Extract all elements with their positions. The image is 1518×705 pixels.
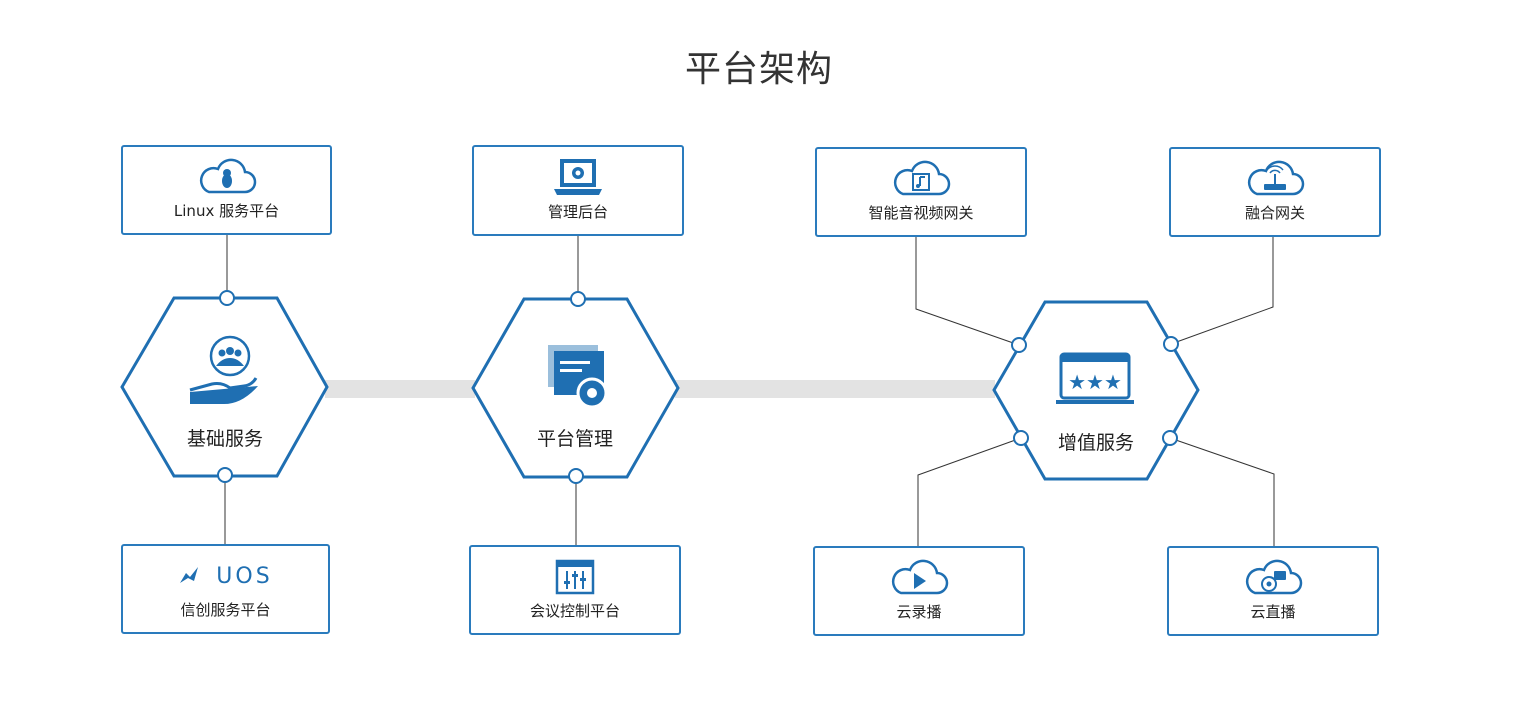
connector-bar-2: [675, 380, 995, 398]
cloud-music-icon: [817, 159, 1025, 199]
box-fusion-gateway: 融合网关: [1169, 147, 1381, 237]
link-av-gateway: [915, 236, 1020, 346]
box-fusion-gateway-label: 融合网关: [1244, 204, 1305, 222]
cloud-live-icon: [1169, 558, 1377, 598]
link-live: [1169, 437, 1275, 547]
box-linux-label: Linux 服务平台: [173, 202, 280, 220]
rating-screen-icon: ★★★: [1056, 352, 1134, 404]
box-linux: Linux 服务平台: [121, 145, 332, 235]
box-conference: 会议控制平台: [469, 545, 681, 635]
uos-logo-text: UOS: [216, 563, 273, 589]
box-admin: 管理后台: [472, 145, 684, 236]
hexagon-platform-label: 平台管理: [536, 428, 613, 450]
node-value-bottom-right: [1162, 430, 1178, 446]
hand-users-icon: [189, 335, 258, 404]
page-title: 平台架构: [684, 49, 833, 90]
hexagon-basic: [120, 296, 329, 478]
link-recording: [917, 437, 1022, 547]
node-platform-top: [570, 291, 586, 307]
box-recording-label: 云录播: [896, 603, 942, 621]
cloud-router-icon: [1171, 159, 1379, 199]
node-value-bottom-left: [1013, 430, 1029, 446]
cloud-play-icon: [815, 558, 1023, 598]
node-platform-bottom: [568, 468, 584, 484]
hexagon-basic-label: 基础服务: [186, 428, 263, 450]
node-basic-top: [219, 290, 235, 306]
connector-bar-1: [325, 380, 475, 398]
box-live-label: 云直播: [1250, 603, 1296, 621]
box-live: 云直播: [1167, 546, 1379, 636]
box-xinchuang: UOS 信创服务平台: [121, 544, 330, 634]
svg-text:★★★: ★★★: [1068, 370, 1122, 394]
box-xinchuang-label: 信创服务平台: [180, 601, 271, 619]
box-conference-label: 会议控制平台: [529, 602, 620, 620]
laptop-gear-icon: [474, 157, 682, 197]
control-panel-icon: [471, 557, 679, 597]
box-av-gateway-label: 智能音视频网关: [868, 204, 974, 222]
node-value-top-right: [1163, 336, 1179, 352]
node-value-top-left: [1011, 337, 1027, 353]
folder-gear-icon: [548, 345, 608, 409]
box-admin-label: 管理后台: [547, 203, 608, 221]
box-av-gateway: 智能音视频网关: [815, 147, 1027, 237]
box-recording: 云录播: [813, 546, 1025, 636]
link-fusion-gateway: [1170, 236, 1274, 345]
hexagon-value-label: 增值服务: [1057, 432, 1134, 454]
cloud-linux-icon: [123, 157, 330, 197]
node-basic-bottom: [217, 467, 233, 483]
uos-logo-icon: UOS: [123, 556, 328, 596]
